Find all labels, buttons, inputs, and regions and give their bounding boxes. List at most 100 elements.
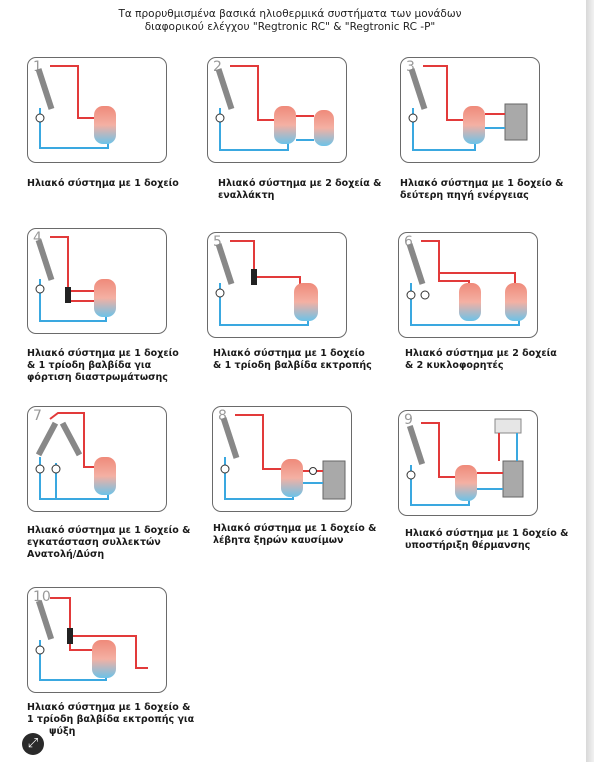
collector-icon — [215, 243, 235, 285]
diagram-10: 10 — [27, 587, 167, 693]
valve-icon — [251, 269, 257, 285]
tank-icon — [505, 283, 527, 321]
caption-5: Ηλιακό σύστημα με 1 δοχείο & 1 τρίοδη βα… — [213, 348, 383, 372]
diagram-10-graphic — [35, 597, 148, 681]
page-title: Τα προρυθμισμένα βασικά ηλιοθερμικά συστ… — [70, 8, 510, 34]
diagram-number: 9 — [404, 412, 413, 428]
collector-icon — [35, 421, 59, 457]
pump-icon — [51, 464, 61, 474]
diagram-5-graphic — [215, 240, 318, 326]
pump-icon — [406, 290, 416, 300]
caption-line: λέβητα ξηρών καυσίμων — [213, 535, 344, 546]
caption-line: φόρτιση διαστρωμάτωσης — [27, 372, 168, 383]
diagram-8: 8 — [212, 406, 352, 512]
caption-line: Ηλιακό σύστημα με 1 δοχείο — [27, 178, 179, 189]
caption-8: Ηλιακό σύστημα με 1 δοχείο & λέβητα ξηρώ… — [213, 523, 383, 547]
diagram-2-graphic — [215, 65, 334, 151]
tank-icon — [314, 110, 334, 146]
pump-icon — [35, 464, 45, 474]
diagram-9: 9 — [398, 410, 538, 516]
caption-line: Ηλιακό σύστημα με 2 δοχεία — [405, 348, 557, 359]
pump-icon — [220, 464, 230, 474]
caption-line: Ηλιακό σύστημα με 1 δοχείο & — [27, 525, 191, 536]
caption-line: Ανατολή/Δύση — [27, 549, 105, 560]
caption-9: Ηλιακό σύστημα με 1 δοχείο & υποστήριξη … — [405, 528, 575, 552]
expand-icon[interactable]: ⤢ — [22, 733, 44, 755]
caption-line: εγκατάσταση συλλεκτών — [27, 537, 161, 548]
pump-icon — [408, 113, 418, 123]
diagram-8-graphic — [220, 414, 346, 500]
diagram-6-graphic — [406, 240, 527, 326]
diagram-3-graphic — [408, 65, 528, 151]
pump-icon — [406, 470, 416, 480]
diagram-4-graphic — [35, 236, 116, 322]
collector-icon — [35, 239, 55, 281]
caption-line: ψύξη — [49, 726, 76, 737]
caption-6: Ηλιακό σύστημα με 2 δοχεία & 2 κυκλοφορη… — [405, 348, 575, 372]
collector-icon — [35, 600, 55, 640]
valve-icon — [65, 287, 71, 303]
caption-line: & 1 τρίοδη βαλβίδα εκτροπής — [213, 360, 372, 371]
diagram-2: 2 — [207, 57, 347, 163]
pump-icon — [215, 288, 225, 298]
diagram-7: 7 — [27, 406, 167, 512]
caption-line: Ηλιακό σύστημα με 1 δοχείο & — [400, 178, 564, 189]
diagram-number: 5 — [213, 234, 222, 250]
tank-icon — [455, 465, 477, 501]
caption-1: Ηλιακό σύστημα με 1 δοχείο — [27, 178, 197, 190]
title-line-1: Τα προρυθμισμένα βασικά ηλιοθερμικά συστ… — [118, 8, 462, 20]
caption-4: Ηλιακό σύστημα με 1 δοχείο & 1 τρίοδη βα… — [27, 348, 197, 384]
caption-2: Ηλιακό σύστημα με 2 δοχεία & εναλλάκτη — [218, 178, 388, 202]
collector-icon — [406, 425, 426, 465]
diagram-number: 7 — [33, 408, 42, 424]
tank-icon — [94, 106, 116, 144]
pump-icon — [35, 113, 45, 123]
pump-icon — [215, 113, 225, 123]
diagram-number: 8 — [218, 408, 227, 424]
caption-line: & 1 τρίοδη βαλβίδα για — [27, 360, 152, 371]
pump-icon — [309, 467, 317, 475]
diagram-number: 2 — [213, 59, 222, 75]
boiler-icon — [322, 460, 346, 500]
tank-icon — [94, 279, 116, 317]
collector-icon — [215, 68, 235, 110]
valve-icon — [67, 628, 73, 644]
caption-line: Ηλιακό σύστημα με 1 δοχείο — [27, 348, 179, 359]
boiler-icon — [502, 460, 524, 498]
diagram-7-graphic — [35, 412, 116, 500]
diagram-number: 1 — [33, 59, 42, 75]
caption-line: 1 τρίοδη βαλβίδα εκτροπής για — [27, 714, 195, 725]
tank-icon — [274, 106, 296, 144]
diagram-5: 5 — [207, 232, 347, 338]
diagram-1: 1 — [27, 57, 167, 163]
diagram-number: 4 — [33, 230, 42, 246]
tank-icon — [294, 283, 318, 321]
collector-icon — [408, 68, 428, 110]
page-edge-scrollbar[interactable] — [586, 0, 594, 762]
caption-7: Ηλιακό σύστημα με 1 δοχείο & εγκατάσταση… — [27, 525, 197, 561]
diagram-number: 3 — [406, 59, 415, 75]
diagram-9-graphic — [406, 418, 524, 506]
tank-icon — [94, 457, 116, 495]
tank-icon — [92, 640, 116, 678]
caption-line: Ηλιακό σύστημα με 2 δοχεία & — [218, 178, 382, 189]
caption-line: υποστήριξη θέρμανσης — [405, 540, 531, 551]
collector-icon — [220, 417, 240, 459]
caption-line: δεύτερη πηγή ενέργειας — [400, 190, 529, 201]
caption-line: Ηλιακό σύστημα με 1 δοχείο & — [213, 523, 377, 534]
diagram-number: 10 — [33, 589, 51, 605]
diagram-6: 6 — [398, 232, 538, 338]
caption-line: Ηλιακό σύστημα με 1 δοχείο & — [405, 528, 569, 539]
collector-icon — [406, 243, 426, 285]
radiator-icon — [494, 418, 522, 434]
caption-line: εναλλάκτη — [218, 190, 275, 201]
tank-icon — [459, 283, 481, 321]
boiler-icon — [504, 103, 528, 141]
diagram-number: 6 — [404, 234, 413, 250]
caption-10: Ηλιακό σύστημα με 1 δοχείο & 1 τρίοδη βα… — [27, 702, 197, 738]
tank-icon — [281, 459, 303, 497]
pump-icon — [35, 284, 45, 294]
diagram-1-graphic — [35, 65, 116, 149]
pump-icon — [35, 645, 45, 655]
